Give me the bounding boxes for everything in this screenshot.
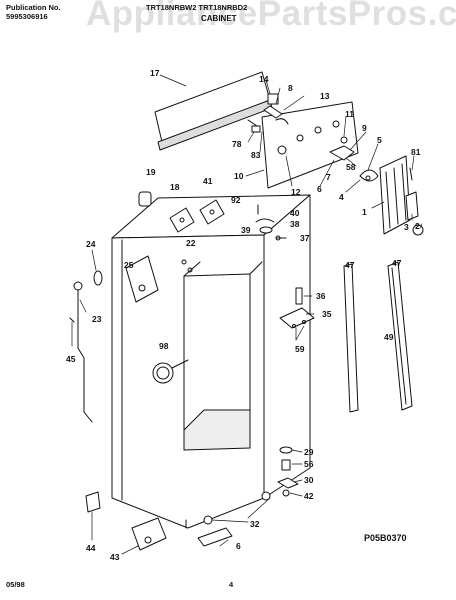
callout-47-left: 47 bbox=[345, 260, 355, 270]
section-title: CABINET bbox=[201, 14, 237, 23]
bushing-part bbox=[138, 191, 152, 207]
callout-17: 17 bbox=[150, 68, 160, 78]
callout-24: 24 bbox=[86, 239, 96, 249]
control-panel-part bbox=[261, 101, 359, 189]
callout-98: 98 bbox=[159, 341, 169, 351]
drain-cap-part bbox=[152, 359, 189, 384]
callout-92: 92 bbox=[231, 195, 241, 205]
callout-36: 36 bbox=[316, 291, 326, 301]
callout-12: 12 bbox=[291, 187, 301, 197]
callout-11: 11 bbox=[345, 109, 354, 119]
callout-43: 43 bbox=[110, 552, 120, 562]
callout-13: 13 bbox=[320, 91, 330, 101]
publication-number: 5995306916 bbox=[6, 12, 48, 21]
callout-35: 35 bbox=[322, 309, 332, 319]
callout-labels: 17 14 8 13 78 83 11 9 5 81 58 6 7 10 12 … bbox=[66, 68, 421, 562]
damper-parts bbox=[329, 136, 379, 182]
callout-44: 44 bbox=[86, 543, 96, 553]
callout-23: 23 bbox=[92, 314, 102, 324]
footer-page-number: 4 bbox=[229, 580, 234, 589]
thermostat-parts bbox=[247, 93, 289, 133]
callout-37: 37 bbox=[300, 233, 310, 243]
figure-code: P05B0370 bbox=[364, 533, 407, 543]
screw-part bbox=[181, 259, 187, 265]
callout-47-right: 47 bbox=[392, 258, 402, 268]
callout-10: 10 bbox=[234, 171, 244, 181]
callout-6-bottom: 6 bbox=[236, 541, 241, 551]
callout-9: 9 bbox=[362, 123, 367, 133]
callout-40: 40 bbox=[290, 208, 300, 218]
callout-39: 39 bbox=[241, 225, 251, 235]
callout-29: 29 bbox=[304, 447, 314, 457]
gasket-strips bbox=[343, 261, 413, 413]
callout-41: 41 bbox=[203, 176, 213, 186]
kickplate-part bbox=[197, 527, 233, 547]
callout-32: 32 bbox=[250, 519, 260, 529]
callout-30: 30 bbox=[304, 475, 314, 485]
callout-25: 25 bbox=[124, 260, 134, 270]
publication-label: Publication No. bbox=[6, 3, 61, 12]
drain-parts bbox=[69, 270, 103, 423]
leveling-parts bbox=[277, 446, 299, 497]
callout-2: 2 bbox=[415, 221, 420, 231]
callout-49: 49 bbox=[384, 332, 394, 342]
callout-3: 3 bbox=[404, 222, 409, 232]
callout-14: 14 bbox=[259, 74, 269, 84]
roller-parts bbox=[85, 491, 167, 551]
callout-59: 59 bbox=[295, 344, 305, 354]
leader-lines bbox=[71, 74, 423, 555]
top-cover-part bbox=[154, 71, 273, 151]
grommet-part bbox=[261, 491, 271, 501]
shelf-support-parts bbox=[279, 287, 315, 329]
callout-6: 6 bbox=[317, 184, 322, 194]
callout-19: 19 bbox=[146, 167, 156, 177]
callout-58: 58 bbox=[346, 162, 356, 172]
evaporator-cover-part bbox=[125, 255, 159, 303]
hinge-hardware bbox=[255, 204, 287, 241]
watermark: AppliancePartsPros.com bbox=[86, 0, 456, 33]
callout-78: 78 bbox=[232, 139, 242, 149]
callout-5: 5 bbox=[377, 135, 382, 145]
callout-42: 42 bbox=[304, 491, 314, 501]
hinge-brackets bbox=[169, 199, 225, 233]
model-numbers: TRT18NRBW2 TRT18NRBD2 bbox=[146, 3, 248, 12]
light-shield-part bbox=[379, 155, 411, 235]
callout-56: 56 bbox=[304, 459, 314, 469]
callout-4: 4 bbox=[339, 192, 344, 202]
callout-7: 7 bbox=[326, 172, 331, 182]
callout-83: 83 bbox=[251, 150, 261, 160]
callout-22: 22 bbox=[186, 238, 196, 248]
callout-81: 81 bbox=[411, 147, 421, 157]
callout-8: 8 bbox=[288, 83, 293, 93]
callout-18: 18 bbox=[170, 182, 180, 192]
callout-38: 38 bbox=[290, 219, 300, 229]
callout-45: 45 bbox=[66, 354, 76, 364]
cabinet-shell bbox=[111, 194, 311, 529]
callout-1: 1 bbox=[362, 207, 367, 217]
footer-date: 05/98 bbox=[6, 580, 25, 589]
